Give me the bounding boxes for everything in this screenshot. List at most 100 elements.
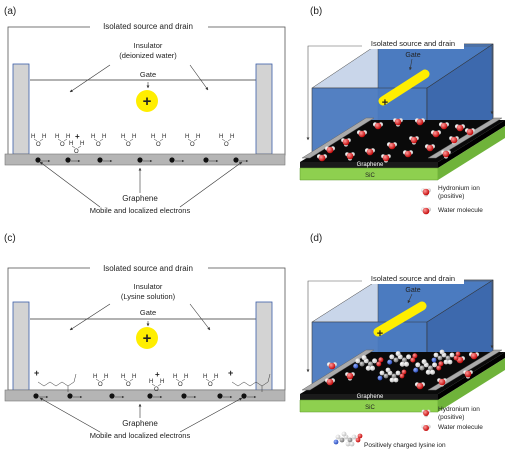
atom bbox=[385, 367, 391, 373]
hydronium-ion-3d bbox=[393, 118, 403, 127]
atom bbox=[432, 362, 438, 368]
panel-d-sic-label: SiC bbox=[365, 405, 375, 411]
panel-a-label: (a) bbox=[4, 6, 16, 17]
atom bbox=[437, 355, 443, 361]
bond bbox=[95, 378, 100, 382]
panel-d-gate-label: Gate bbox=[405, 287, 420, 294]
hydronium-ion-3d bbox=[441, 150, 451, 159]
panel-d-label: (d) bbox=[310, 233, 322, 244]
atom bbox=[378, 357, 384, 363]
atom bbox=[379, 370, 385, 376]
atom bbox=[412, 353, 418, 359]
water-molecule-3d bbox=[454, 124, 466, 132]
bond bbox=[123, 378, 128, 382]
water-molecule-3d bbox=[464, 128, 476, 136]
panel-b-label: (b) bbox=[310, 6, 322, 17]
atom bbox=[389, 377, 395, 383]
hydrogen-atom: H bbox=[160, 379, 164, 385]
atom bbox=[335, 434, 341, 440]
atom bbox=[410, 357, 416, 363]
oxygen-atom bbox=[416, 118, 424, 126]
hydrogen-atom: H bbox=[196, 134, 200, 140]
atom bbox=[421, 359, 427, 365]
panel-d-sic-side bbox=[438, 358, 505, 412]
atom bbox=[399, 373, 405, 379]
hydrogen-atom: H bbox=[184, 374, 188, 380]
bond bbox=[151, 383, 156, 387]
hydrogen-atom: H bbox=[66, 134, 70, 140]
lysine-ion-3d bbox=[413, 359, 444, 375]
atom bbox=[427, 365, 433, 371]
lysine-ion-3d bbox=[387, 351, 418, 367]
bond bbox=[73, 373, 77, 383]
water-molecule-3d bbox=[430, 130, 442, 138]
electron bbox=[203, 157, 209, 163]
hydrogen-atom: H bbox=[69, 141, 73, 147]
panel-c-title: Isolated source and drain bbox=[103, 264, 193, 273]
hydrogen-atom: H bbox=[173, 374, 177, 380]
bond bbox=[159, 138, 164, 142]
oxygen-atom: O bbox=[60, 142, 65, 148]
oxygen-atom bbox=[422, 207, 430, 215]
atom bbox=[365, 365, 371, 371]
hydrogen-atom: H bbox=[214, 374, 218, 380]
atom bbox=[359, 361, 365, 367]
atom bbox=[431, 357, 437, 363]
panel-a-insulator: Insulator bbox=[134, 41, 163, 50]
atom bbox=[449, 352, 455, 358]
panel-b-gate-sign: + bbox=[382, 97, 388, 109]
panel-b-legend-hydronium-icon bbox=[421, 188, 431, 197]
panel-d-legend-lysine-icon bbox=[333, 431, 363, 447]
bond bbox=[99, 138, 104, 142]
panel-a-substrate bbox=[4, 153, 286, 166]
hydronium-ion-3d bbox=[421, 188, 431, 197]
oxygen-atom bbox=[426, 144, 434, 152]
oxygen-atom bbox=[423, 425, 429, 431]
oxygen-atom bbox=[366, 148, 374, 156]
lysine-plus: + bbox=[34, 368, 39, 378]
panel-a-electrons bbox=[35, 157, 249, 163]
water-molecule-3d bbox=[356, 130, 368, 138]
hydronium-ion-3d bbox=[463, 370, 473, 379]
panel-c-source bbox=[12, 301, 30, 391]
bond bbox=[205, 378, 210, 382]
water-molecule-3d bbox=[316, 154, 328, 162]
atom bbox=[349, 441, 355, 447]
atom bbox=[387, 359, 393, 365]
oxygen-atom bbox=[346, 152, 354, 160]
electron bbox=[241, 393, 247, 399]
water-molecule-3d bbox=[438, 122, 450, 130]
hydronium-plus: + bbox=[75, 132, 80, 141]
panel-c-insulator-sub: (Lysine solution) bbox=[121, 292, 176, 301]
bond bbox=[129, 138, 134, 142]
hydrogen-atom: H bbox=[203, 374, 207, 380]
atom bbox=[333, 439, 339, 445]
water-molecule-3d bbox=[364, 148, 376, 156]
bond bbox=[39, 138, 44, 142]
oxygen-atom bbox=[466, 128, 474, 136]
hydrogen-atom: H bbox=[80, 141, 84, 147]
lysine-molecule: + bbox=[34, 368, 77, 392]
water-molecule-3d bbox=[421, 424, 431, 431]
water-molecule-3d bbox=[468, 352, 480, 360]
water-molecule-3d bbox=[386, 142, 398, 150]
panel-d-graphene-front bbox=[300, 394, 438, 400]
bond bbox=[93, 138, 98, 142]
panel-d-graphene-side bbox=[438, 352, 505, 400]
hydronium-ion-3d bbox=[341, 138, 351, 147]
panel-b-legend-water: Water molecule bbox=[438, 207, 483, 214]
panel-c-insulator: Insulator bbox=[134, 282, 163, 291]
atom bbox=[406, 354, 412, 360]
atom bbox=[383, 373, 389, 379]
electron bbox=[97, 157, 103, 163]
panel-b-legend-hydronium: Hydronium ion bbox=[438, 185, 480, 192]
atom bbox=[401, 369, 407, 375]
hydrogen-atom: H bbox=[102, 134, 106, 140]
oxygen-atom bbox=[432, 130, 440, 138]
